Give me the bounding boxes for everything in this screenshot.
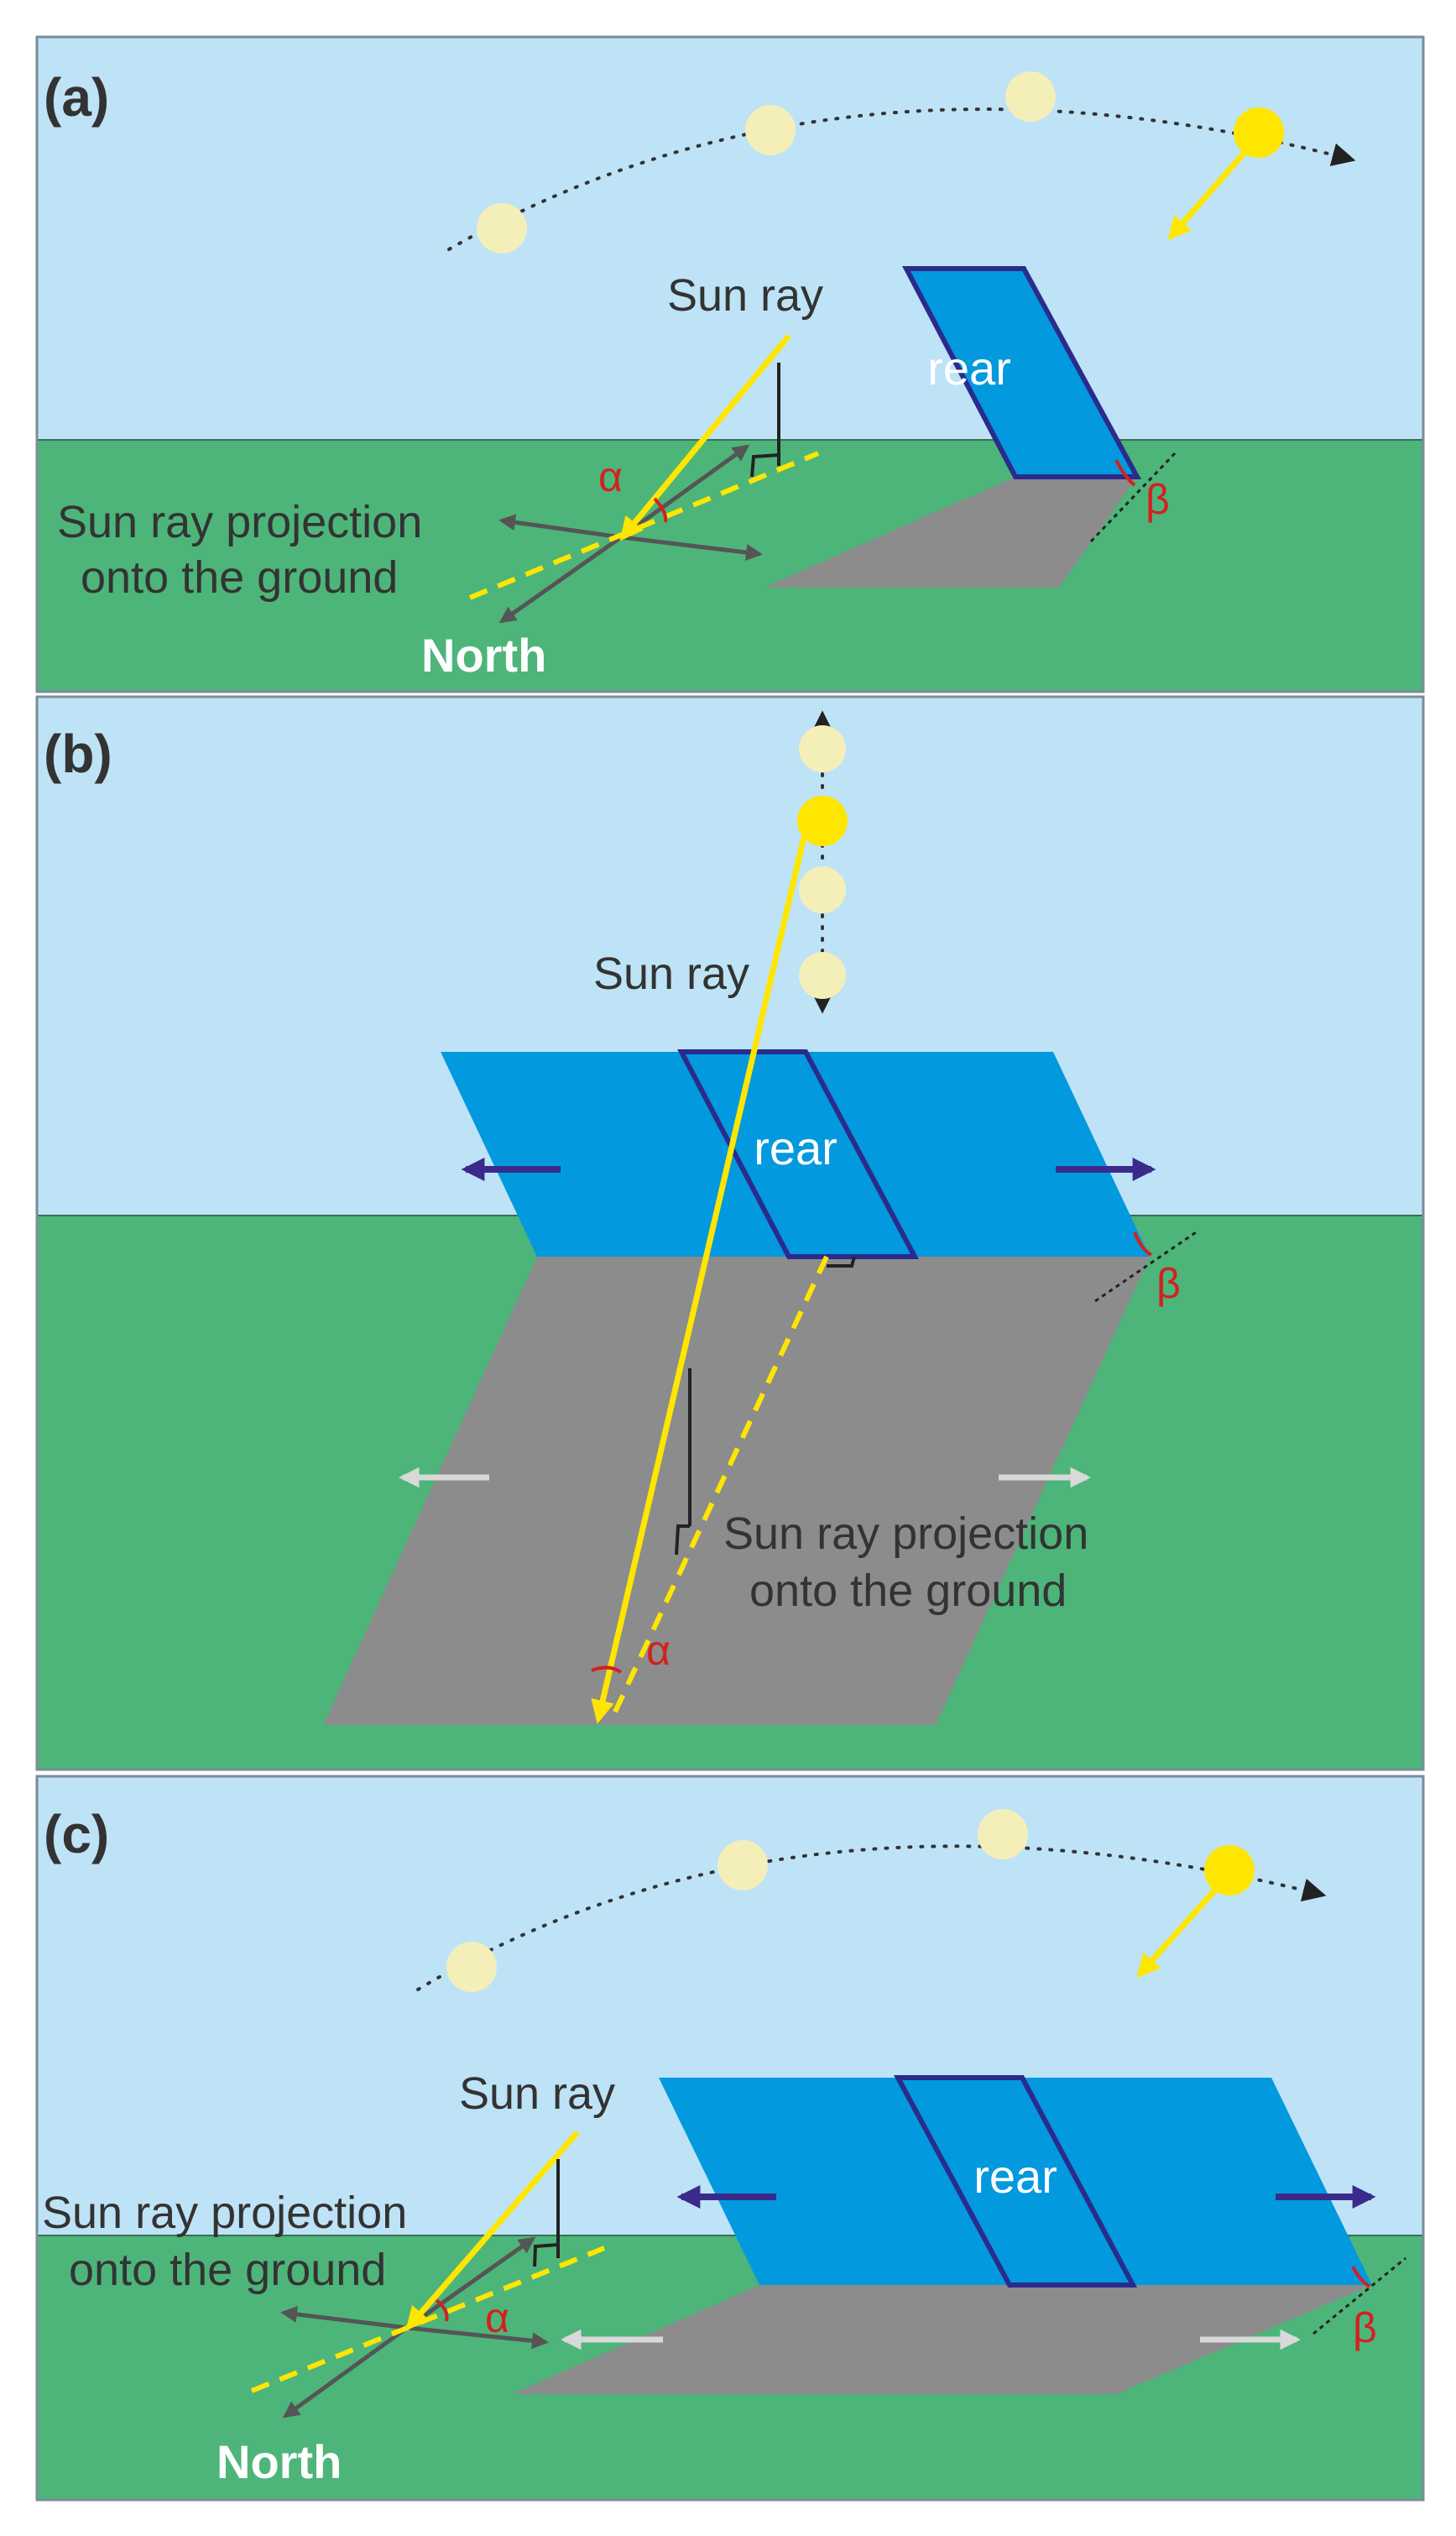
sun-faded-2 — [745, 105, 796, 155]
panel-b: (b) rear β α Sun ray Sun ray projection … — [35, 695, 1425, 1771]
panel-b-sun-icon — [797, 796, 848, 846]
panel-a-right-angle — [750, 453, 780, 478]
panel-c-projection-label-2: onto the ground — [69, 2245, 386, 2295]
sun-path-arc — [447, 107, 1356, 251]
panel-c-rear-label: rear — [973, 2150, 1057, 2203]
panel-a-rear-label: rear — [927, 342, 1011, 395]
panel-a-shadow — [764, 477, 1137, 588]
panel-a-sun-ray-label: Sun ray — [667, 270, 823, 321]
panel-c-beta-arc — [1351, 2266, 1371, 2288]
panel-a: (a) rear β α Sun ray Sun ray projection … — [35, 35, 1425, 693]
sun-faded-3 — [1005, 71, 1056, 122]
panel-b-right-angle-bottom — [675, 1524, 690, 1556]
panel-c-beta: β — [1353, 2304, 1377, 2351]
panel-a-sky — [37, 37, 1423, 440]
panel-a-beta: β — [1145, 476, 1170, 523]
panel-b-projection-line — [608, 1255, 829, 1723]
sun-ray-short — [1167, 139, 1257, 241]
panel-a-projection-label-2: onto the ground — [81, 552, 398, 603]
panel-b-tilt-ref — [1094, 1231, 1197, 1303]
panel-c-border — [35, 1775, 1425, 2502]
panel-c: (c) rear β α Sun ray — [35, 1775, 1425, 2502]
panel-b-sun-ray-label: Sun ray — [593, 949, 749, 999]
sun-faded-low — [799, 952, 846, 999]
panel-b-alpha-arc — [591, 1665, 623, 1674]
panel-c-shadow — [512, 2285, 1372, 2394]
panel-c-sun-ray — [405, 2130, 580, 2331]
panel-a-projection-label-1: Sun ray projection — [57, 497, 422, 547]
sun-faded-mid — [799, 866, 846, 913]
panel-a-border — [35, 35, 1425, 693]
panel-c-sun-faded-3 — [978, 1809, 1028, 1859]
panel-c-sun-ray-label: Sun ray — [459, 2068, 615, 2119]
panel-b-rear-label: rear — [754, 1122, 838, 1174]
panel-c-projection-label-1: Sun ray projection — [42, 2188, 407, 2238]
panel-c-sun-faded-1 — [446, 1942, 497, 1992]
panel-c-label: (c) — [44, 1804, 109, 1864]
panel-c-right-angle — [533, 2243, 559, 2267]
panel-c-rear-module — [893, 2075, 1138, 2288]
panel-b-alpha: α — [646, 1627, 671, 1674]
panel-b-sun-ray — [591, 822, 811, 1724]
panel-b-rear-module — [677, 1049, 919, 1259]
panel-a-north-label: North — [421, 629, 546, 682]
panel-c-sun-ray-short — [1136, 1878, 1226, 1979]
sun-faded-1 — [477, 203, 527, 254]
panel-b-label: (b) — [44, 724, 112, 784]
panel-a-projection-line — [468, 451, 820, 600]
sun-icon — [1234, 107, 1284, 158]
panel-c-sun-faded-2 — [718, 1840, 768, 1890]
panel-a-alpha: α — [598, 453, 623, 500]
panel-c-module-row — [659, 2078, 1372, 2285]
panel-b-right-angle-top — [827, 1256, 856, 1268]
panel-c-north-label: North — [217, 2435, 342, 2488]
panel-b-projection-label-1: Sun ray projection — [723, 1509, 1088, 1559]
panel-c-sun-path-arc — [416, 1844, 1327, 1991]
panel-a-module — [902, 266, 1142, 479]
panel-a-ground — [37, 440, 1423, 692]
panel-a-label: (a) — [44, 67, 109, 128]
panel-c-sun-icon — [1204, 1845, 1255, 1895]
panel-c-alpha: α — [485, 2294, 509, 2341]
panel-b-shadow — [323, 1257, 1150, 1725]
panel-a-alpha-arc — [653, 497, 668, 523]
panel-b-beta-arc — [1133, 1231, 1153, 1257]
panel-b-beta: β — [1156, 1260, 1181, 1307]
panel-a-sun-ray — [619, 333, 791, 541]
panel-c-compass — [280, 2236, 549, 2418]
panel-b-module-row — [441, 1052, 1150, 1257]
panel-a-beta-arc — [1114, 459, 1136, 487]
panel-b-projection-label-2: onto the ground — [749, 1566, 1067, 1616]
panel-c-tilt-ref — [1312, 2256, 1406, 2335]
sun-faded-top — [799, 725, 846, 772]
panel-a-tilt-ref — [1089, 452, 1177, 543]
panel-c-alpha-arc — [435, 2298, 449, 2322]
panel-b-border — [35, 695, 1425, 1771]
